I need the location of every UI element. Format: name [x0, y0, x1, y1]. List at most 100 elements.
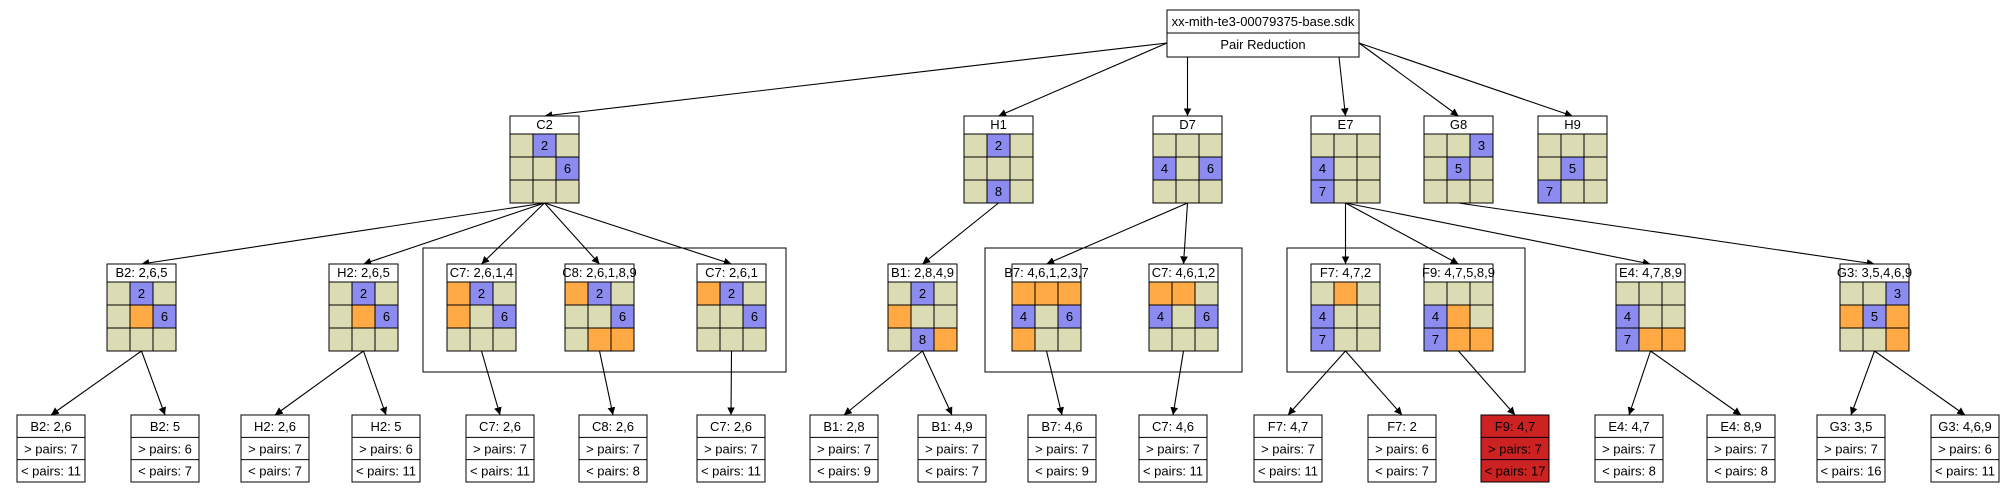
cell-candidate: [1148, 281, 1173, 306]
edge-d7-c7c: [1180, 202, 1189, 265]
leaf-title: B2: 5: [150, 419, 180, 434]
leaf-title: C7: 4,6: [1152, 419, 1194, 434]
cell-empty: [106, 304, 131, 329]
cell-empty: [152, 281, 177, 306]
cell-empty: [1469, 156, 1494, 181]
cell-digit: 8: [995, 184, 1002, 199]
cell-digit: 6: [1066, 309, 1073, 324]
cell-empty: [1333, 304, 1358, 329]
cell-digit: 2: [995, 138, 1002, 153]
cell-empty: [1175, 156, 1200, 181]
leaf-less-pairs: < pairs: 11: [470, 464, 530, 479]
cell-digit: 6: [1207, 161, 1214, 176]
edges: [50, 42, 1966, 416]
cell-digit: 6: [383, 309, 390, 324]
cell-digit: 7: [1432, 332, 1439, 347]
leaf-node-l1: B2: 2,6> pairs: 7< pairs: 11: [16, 414, 86, 483]
grid-node-title: D7: [1179, 117, 1196, 132]
edge-b2a-l1: [50, 350, 142, 416]
leaf-less-pairs: < pairs: 9: [1035, 464, 1089, 479]
leaf-less-pairs: < pairs: 7: [925, 464, 979, 479]
cell-digit: 6: [619, 309, 626, 324]
edge-c2-h2a: [363, 202, 545, 266]
edge-g3a-l18: [1874, 350, 1966, 416]
leaf-title: E4: 4,7: [1608, 419, 1649, 434]
leaf-less-pairs: < pairs: 8: [1714, 464, 1768, 479]
cell-empty: [933, 304, 958, 329]
cell-empty: [587, 304, 612, 329]
cell-digit: 7: [1319, 184, 1326, 199]
edge-f7a-l13: [1345, 350, 1403, 416]
leaf-more-pairs: > pairs: 6: [359, 441, 413, 456]
grid-node-title: H9: [1564, 117, 1581, 132]
cell-empty: [1839, 281, 1864, 306]
cell-empty: [1537, 133, 1562, 158]
leaf-less-pairs: < pairs: 11: [1258, 464, 1318, 479]
leaf-node-l14: F9: 4,7> pairs: 7< pairs: 17: [1480, 414, 1550, 483]
cell-empty: [1423, 179, 1448, 204]
edge-d7-b7a: [1046, 202, 1188, 265]
cell-digit: 5: [1455, 161, 1462, 176]
cell-empty: [469, 304, 494, 329]
cell-digit: 3: [1478, 138, 1485, 153]
cell-empty: [532, 156, 557, 181]
cell-empty: [1469, 281, 1494, 306]
leaf-less-pairs: < pairs: 17: [1484, 464, 1545, 479]
leaf-node-l17: G3: 3,5> pairs: 7< pairs: 16: [1816, 414, 1886, 483]
edge-c2-b2a: [141, 202, 545, 267]
leaf-less-pairs: < pairs: 11: [21, 464, 81, 479]
cell-empty: [564, 304, 589, 329]
grid-node-title: H2: 2,6,5: [337, 265, 390, 280]
edge-f9a-l14: [1458, 350, 1516, 416]
cell-empty: [1171, 327, 1196, 352]
leaf-more-pairs: > pairs: 7: [1261, 441, 1315, 456]
cell-empty: [963, 133, 988, 158]
leaf-node-l3: H2: 2,6> pairs: 7< pairs: 7: [240, 414, 310, 483]
cell-empty: [742, 327, 767, 352]
leaf-node-l9: B1: 4,9> pairs: 7< pairs: 7: [917, 414, 987, 483]
cell-candidate: [1034, 281, 1059, 306]
edge-c7c-l11: [1170, 350, 1185, 416]
cell-candidate: [1446, 304, 1471, 329]
cell-empty: [1152, 179, 1177, 204]
cell-empty: [374, 281, 399, 306]
cell-digit: 2: [541, 138, 548, 153]
cell-empty: [509, 133, 534, 158]
cell-digit: 2: [360, 286, 367, 301]
cell-empty: [1198, 133, 1223, 158]
edge-b1a-l8: [843, 350, 923, 416]
cell-empty: [887, 327, 912, 352]
edge-c2-c7a: [481, 202, 545, 265]
grid-node-title: C8: 2,6,1,8,9: [562, 265, 636, 280]
leaf-less-pairs: < pairs: 11: [701, 464, 761, 479]
cell-digit: 6: [1203, 309, 1210, 324]
cell-empty: [1148, 327, 1173, 352]
leaf-more-pairs: > pairs: 7: [817, 441, 871, 456]
leaf-title: H2: 5: [370, 419, 401, 434]
cell-empty: [1356, 179, 1381, 204]
cell-empty: [1862, 281, 1887, 306]
cell-empty: [106, 327, 131, 352]
leaf-title: G3: 4,6,9: [1938, 419, 1991, 434]
leaf-title: F9: 4,7: [1495, 419, 1535, 434]
cell-empty: [910, 304, 935, 329]
cell-empty: [1446, 179, 1471, 204]
leaf-more-pairs: > pairs: 7: [473, 441, 527, 456]
cell-empty: [509, 156, 534, 181]
cell-empty: [1537, 156, 1562, 181]
leaf-node-l18: G3: 4,6,9> pairs: 6< pairs: 11: [1930, 414, 2000, 483]
grid-node-title: F7: 4,7,2: [1320, 265, 1371, 280]
edge-f7a-l12: [1287, 350, 1346, 416]
cell-empty: [719, 327, 744, 352]
leaf-node-l5: C7: 2,6> pairs: 7< pairs: 11: [465, 414, 535, 483]
cell-digit: 4: [1319, 161, 1326, 176]
cell-empty: [1839, 327, 1864, 352]
edge-b1a-l9: [922, 350, 953, 416]
leaf-more-pairs: > pairs: 6: [138, 441, 192, 456]
cell-empty: [1469, 304, 1494, 329]
edge-c2-c7b: [544, 202, 732, 266]
